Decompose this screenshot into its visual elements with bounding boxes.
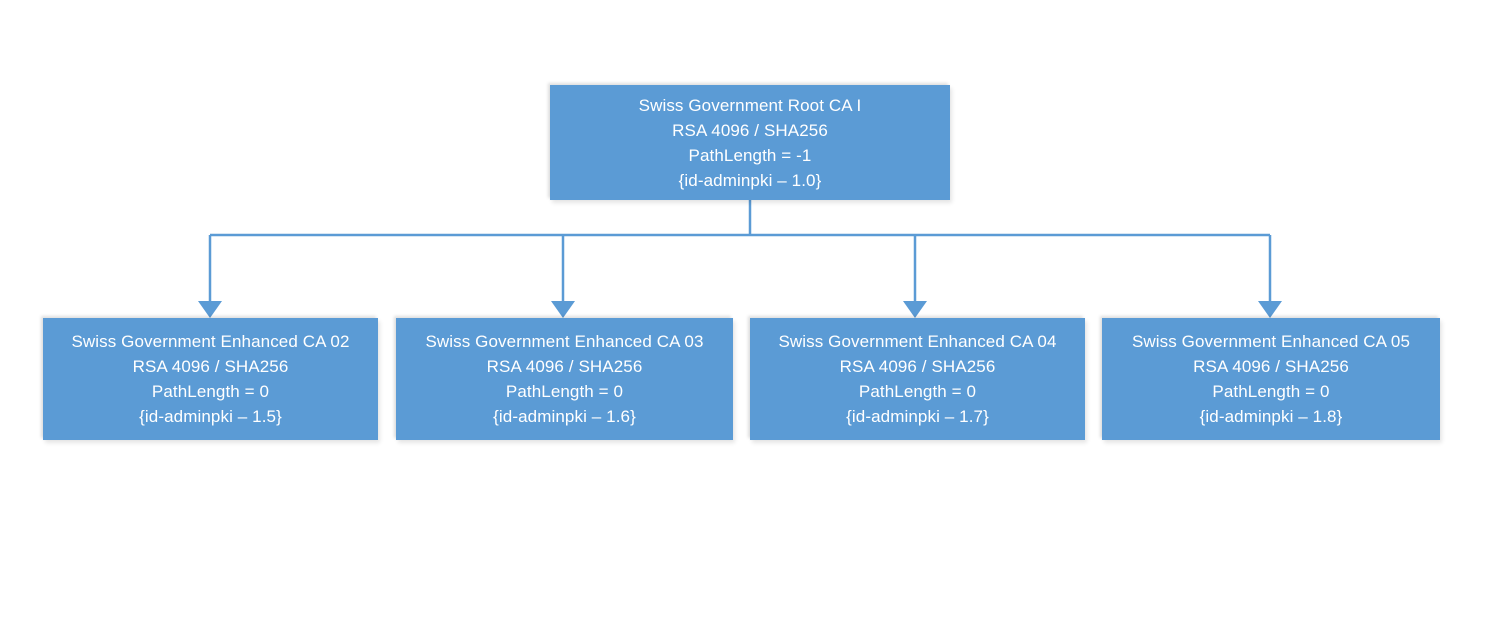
node-ca05-algorithm: RSA 4096 / SHA256 bbox=[1193, 357, 1349, 376]
node-root-algorithm: RSA 4096 / SHA256 bbox=[672, 120, 828, 140]
node-ca05-name: Swiss Government Enhanced CA 05 bbox=[1131, 332, 1411, 351]
node-ca04-pathlength: PathLength = 0 bbox=[858, 382, 977, 401]
arrowhead-ca02 bbox=[198, 301, 222, 318]
node-ca02-policy-oid: {id-adminpki – 1.5} bbox=[139, 407, 282, 426]
node-ca02-name: Swiss Government Enhanced CA 02 bbox=[71, 332, 350, 351]
node-ca04-policy-oid: {id-adminpki – 1.7} bbox=[846, 407, 989, 426]
node-root-ca[interactable]: Swiss Government Root CA I RSA 4096 / SH… bbox=[550, 85, 950, 200]
arrowhead-ca03 bbox=[551, 301, 575, 318]
node-enhanced-ca-04[interactable]: Swiss Government Enhanced CA 04 RSA 4096… bbox=[750, 318, 1085, 440]
arrowhead-ca04 bbox=[903, 301, 927, 318]
node-ca03-policy-oid: {id-adminpki – 1.6} bbox=[493, 407, 636, 426]
node-ca04-algorithm: RSA 4096 / SHA256 bbox=[839, 357, 996, 376]
node-enhanced-ca-03[interactable]: Swiss Government Enhanced CA 03 RSA 4096… bbox=[396, 318, 733, 440]
node-ca03-algorithm: RSA 4096 / SHA256 bbox=[486, 357, 643, 376]
node-enhanced-ca-02[interactable]: Swiss Government Enhanced CA 02 RSA 4096… bbox=[43, 318, 378, 440]
node-ca02-pathlength: PathLength = 0 bbox=[151, 382, 270, 401]
node-ca04-name: Swiss Government Enhanced CA 04 bbox=[778, 332, 1057, 351]
node-ca05-pathlength: PathLength = 0 bbox=[1212, 382, 1330, 401]
node-root-name: Swiss Government Root CA I bbox=[638, 95, 862, 115]
node-ca05-policy-oid: {id-adminpki – 1.8} bbox=[1199, 407, 1343, 426]
node-ca02-algorithm: RSA 4096 / SHA256 bbox=[132, 357, 289, 376]
node-root-policy-oid: {id-adminpki – 1.0} bbox=[678, 170, 822, 190]
node-enhanced-ca-05[interactable]: Swiss Government Enhanced CA 05 RSA 4096… bbox=[1102, 318, 1440, 440]
node-ca03-name: Swiss Government Enhanced CA 03 bbox=[425, 332, 704, 351]
node-ca03-pathlength: PathLength = 0 bbox=[505, 382, 624, 401]
arrowhead-ca05 bbox=[1258, 301, 1282, 318]
node-root-pathlength: PathLength = -1 bbox=[688, 145, 812, 165]
